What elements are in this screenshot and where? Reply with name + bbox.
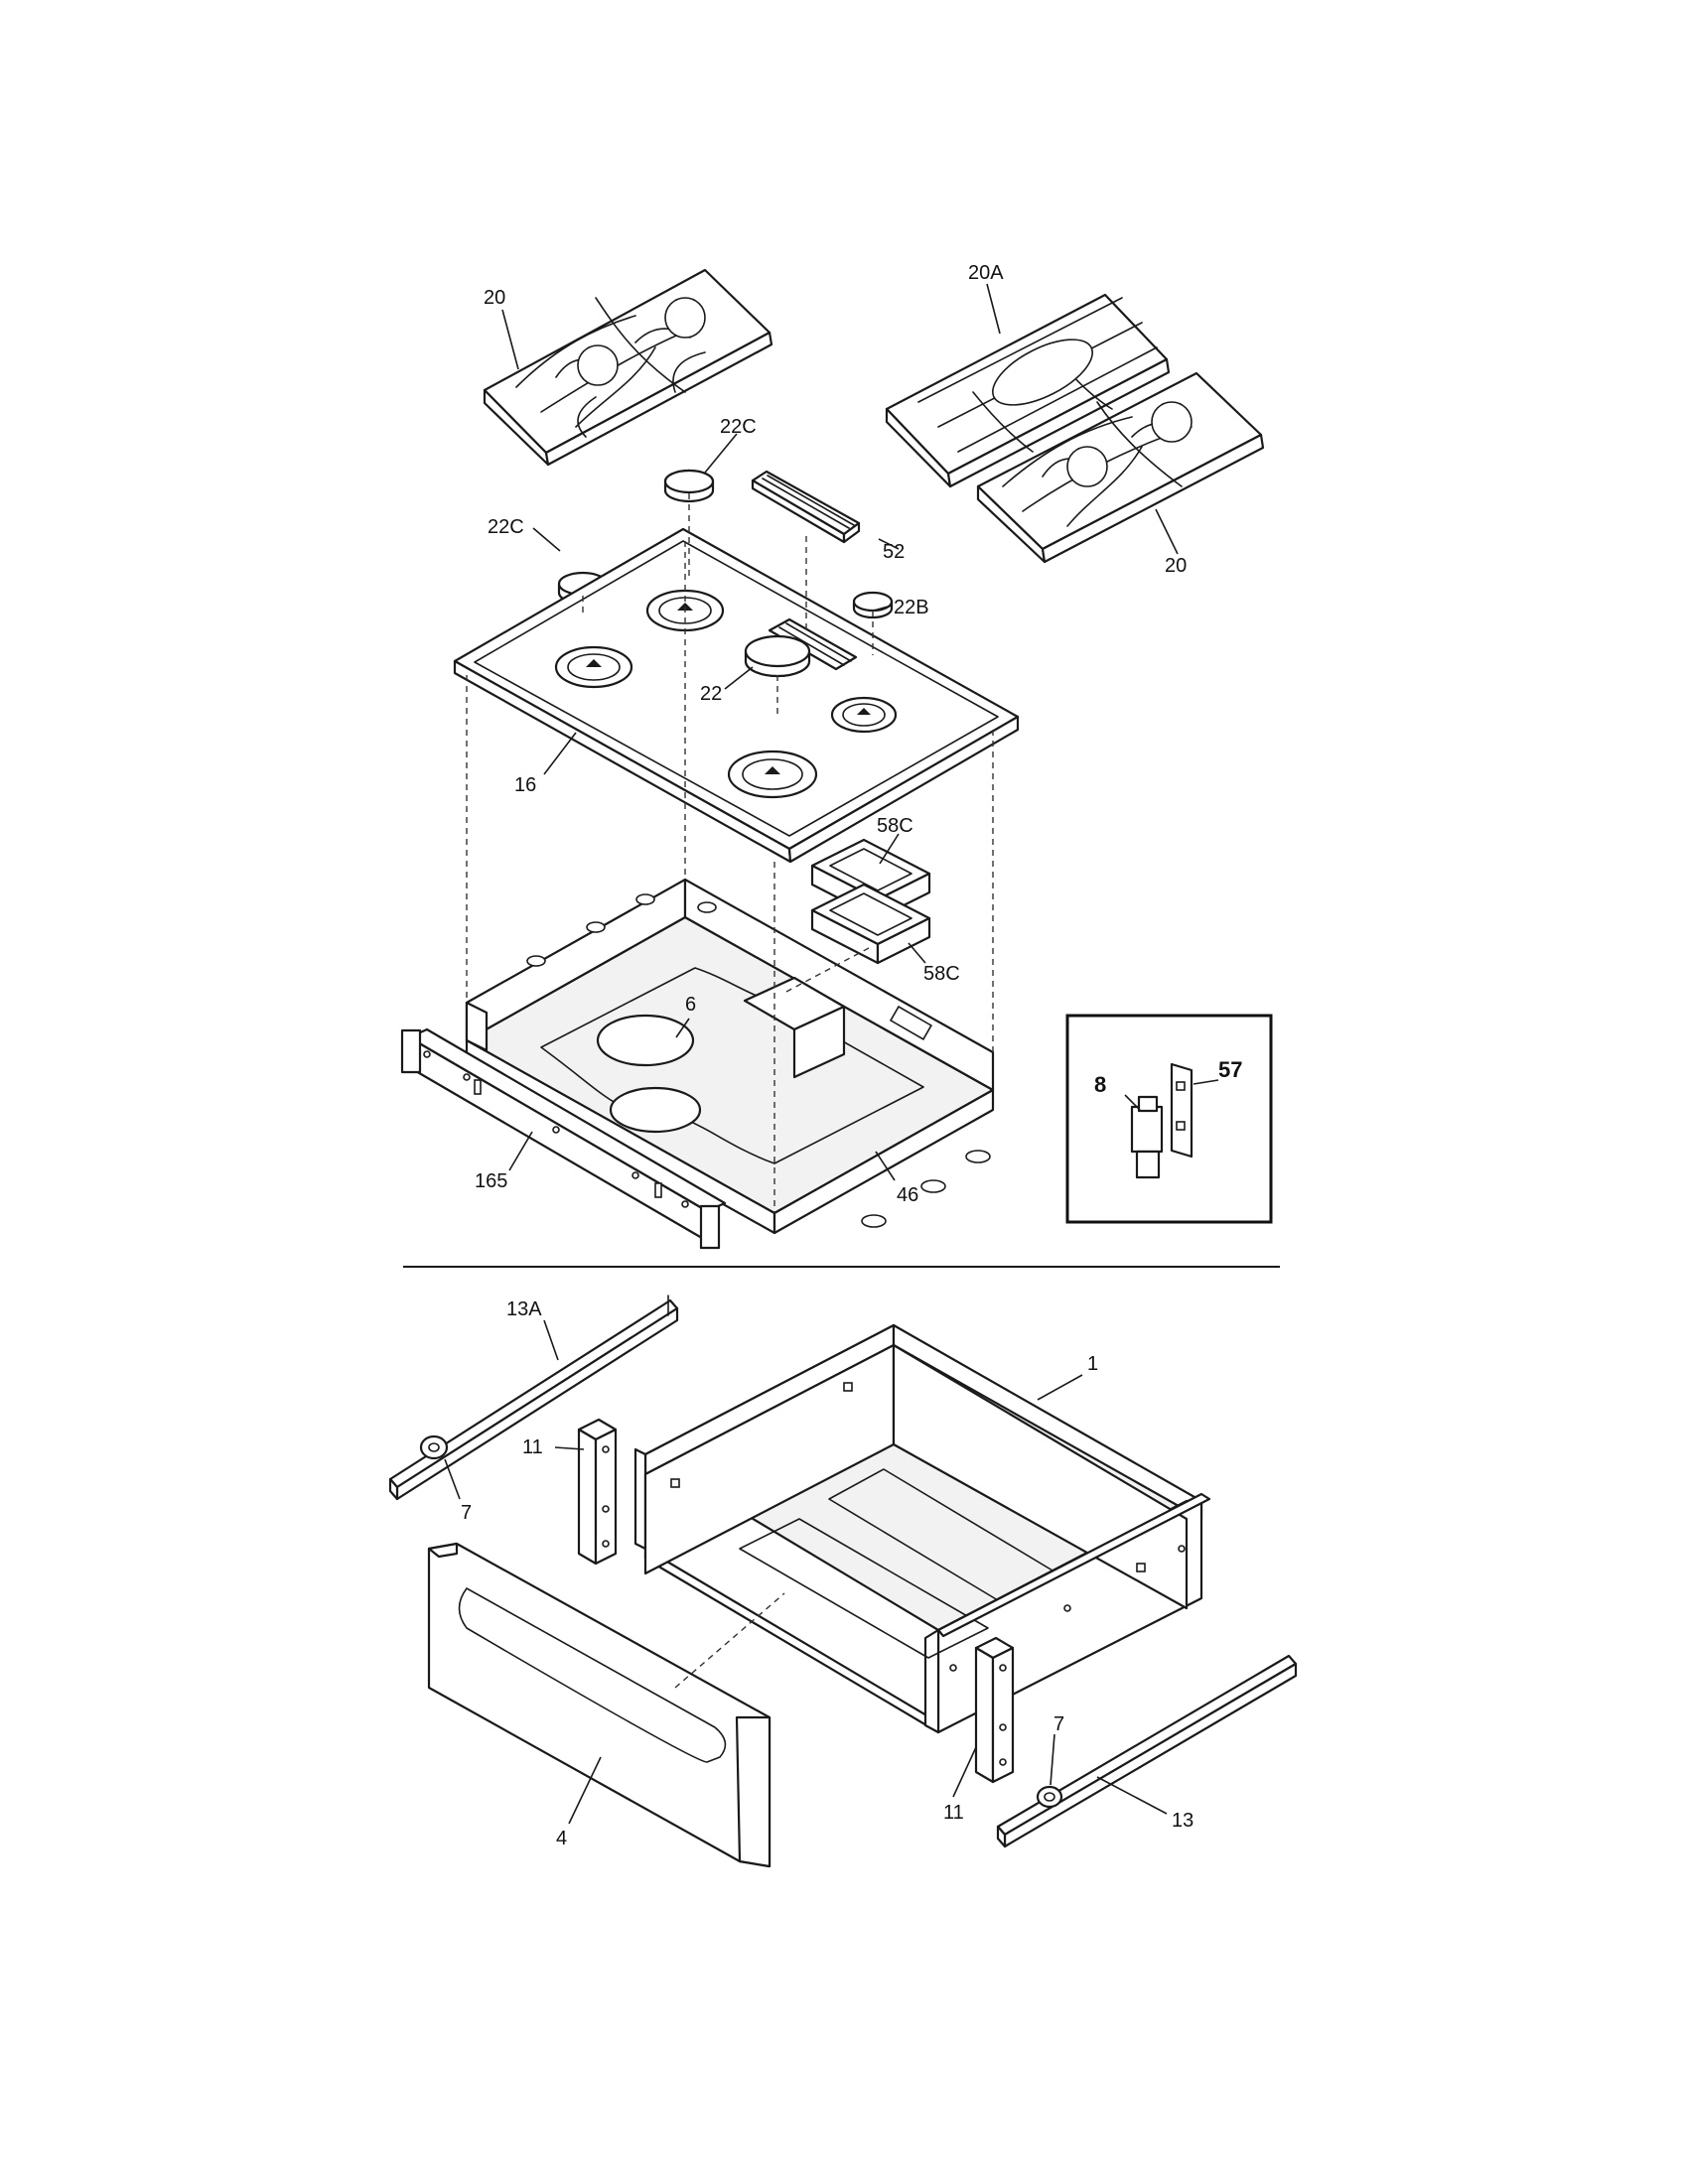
bracket-right — [974, 1636, 1015, 1784]
label-burner-box: 46 — [897, 1184, 918, 1206]
grate-right-top — [885, 293, 1171, 488]
assembly-line-drawer — [674, 1592, 785, 1689]
assembly-lines-upper — [466, 493, 994, 1213]
label-cap-left: 22C — [488, 516, 524, 538]
grate-right-bottom — [976, 371, 1265, 564]
vent-trim — [751, 470, 861, 544]
label-front-rail: 165 — [475, 1170, 507, 1192]
burner-box — [465, 878, 995, 1235]
label-bracket-left: 11 — [522, 1436, 543, 1458]
bracket-left — [577, 1418, 618, 1566]
label-grate-right-top: 20A — [968, 262, 1004, 284]
label-roller-left: 7 — [461, 1502, 472, 1524]
label-inset-bracket: 57 — [1218, 1057, 1242, 1082]
inset-box — [1065, 1014, 1273, 1224]
label-grate-left: 20 — [484, 287, 505, 309]
label-insulation: 6 — [685, 994, 696, 1016]
label-vent-trim: 52 — [883, 541, 905, 563]
label-cap-center: 22 — [700, 683, 722, 705]
burner-cap-top — [663, 469, 715, 503]
leader-lines — [444, 283, 1179, 1825]
label-cooktop: 16 — [514, 774, 536, 796]
label-bracket-right: 11 — [943, 1802, 964, 1824]
label-grate-right-bottom: 20 — [1165, 555, 1187, 577]
inset-bracket-57 — [1170, 1062, 1193, 1159]
label-slide-right: 13 — [1172, 1810, 1193, 1832]
label-cap-right: 22B — [894, 597, 929, 618]
grate-left — [483, 268, 773, 467]
label-slide-left: 13A — [506, 1298, 542, 1320]
drawer-body — [633, 1323, 1211, 1734]
drawer-front — [427, 1542, 772, 1868]
inset-part-8 — [1130, 1095, 1164, 1179]
label-filter-top: 58C — [877, 815, 913, 837]
roller-left — [419, 1434, 449, 1460]
label-filter-bottom: 58C — [923, 963, 960, 985]
part-labels: 20 20A 20 22C 22C 52 22B 22 16 58C 58C 6… — [461, 262, 1242, 1849]
label-cap-top: 22C — [720, 416, 757, 438]
label-inset-part: 8 — [1094, 1072, 1106, 1097]
slide-left — [388, 1295, 679, 1501]
cooktop — [453, 527, 1020, 864]
filter-bottom — [810, 883, 931, 965]
label-drawer-front: 4 — [556, 1828, 567, 1849]
label-drawer-body: 1 — [1087, 1353, 1098, 1375]
label-roller-right: 7 — [1053, 1713, 1064, 1735]
front-rail — [400, 1027, 727, 1250]
slide-right — [996, 1654, 1298, 1848]
roller-right — [1036, 1785, 1063, 1809]
